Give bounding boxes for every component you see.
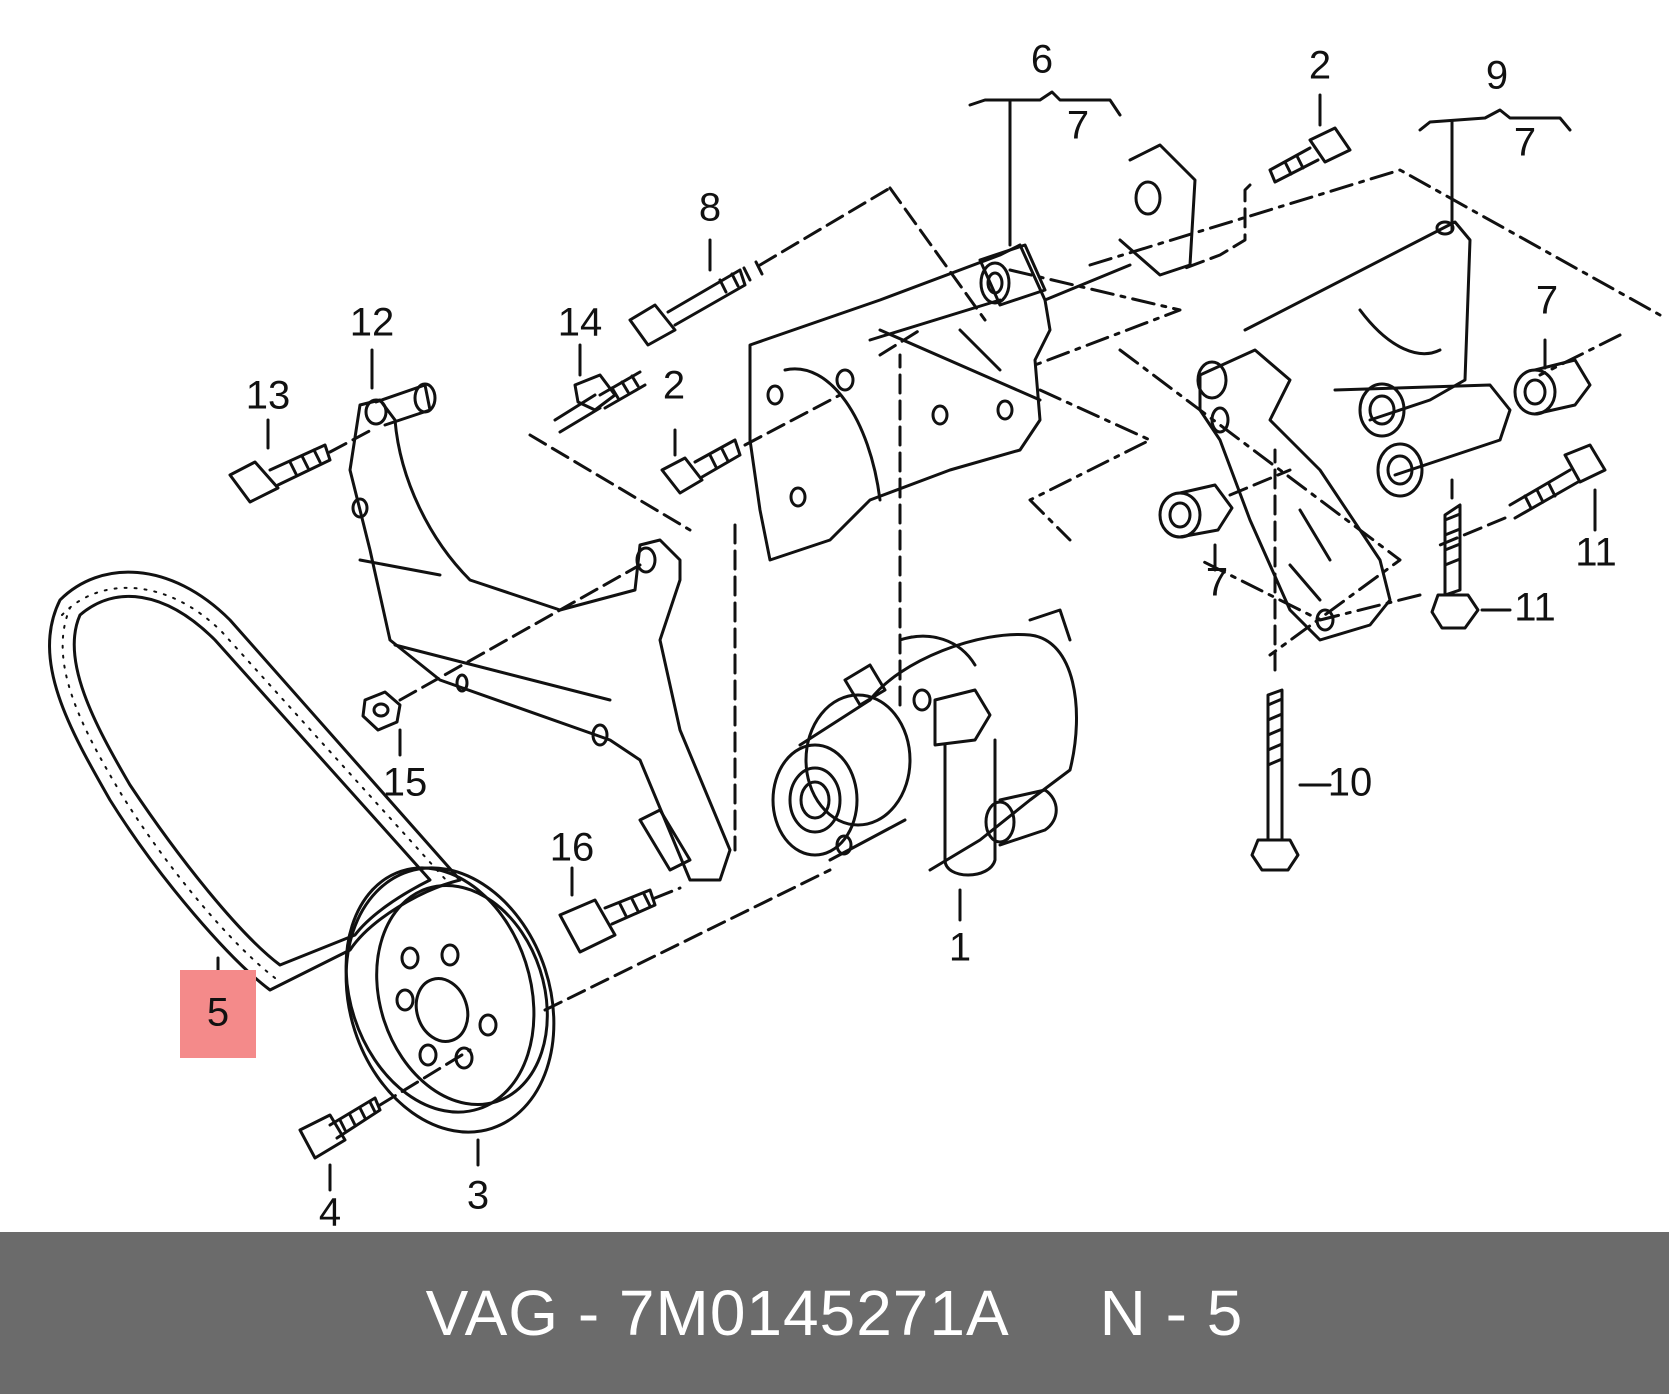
stud-14 bbox=[528, 343, 692, 532]
label-7-left-bush: 7 bbox=[1206, 561, 1228, 605]
label-11-vertical: 11 bbox=[1514, 586, 1556, 630]
bolt-4 bbox=[298, 1048, 472, 1192]
parts-diagram: 5 1 2 2 3 4 6 7 7 7 7 8 9 10 11 11 12 13… bbox=[48, 38, 1662, 1232]
label-9: 9 bbox=[1486, 54, 1508, 98]
label-2-top: 2 bbox=[1309, 44, 1331, 88]
position-reference: N - 5 bbox=[1099, 1277, 1244, 1349]
brand-part-number: VAG - 7M0145271A bbox=[425, 1277, 1010, 1349]
bush-7-left bbox=[1158, 468, 1292, 572]
label-7-right-bush: 7 bbox=[1536, 279, 1558, 323]
label-4: 4 bbox=[319, 1191, 341, 1232]
part-labels: 1 2 2 3 4 6 7 7 7 7 8 9 10 11 11 12 13 1… bbox=[246, 38, 1617, 1232]
assembly-guide-lines bbox=[1008, 168, 1662, 657]
label-2-left: 2 bbox=[663, 364, 685, 408]
leader-lines bbox=[216, 348, 480, 1167]
bolt-13 bbox=[228, 418, 377, 504]
label-13: 13 bbox=[246, 374, 291, 418]
power-steering-pump bbox=[733, 328, 1079, 922]
bolt-16 bbox=[543, 866, 832, 1012]
label-8: 8 bbox=[699, 186, 721, 230]
label-14: 14 bbox=[558, 301, 603, 345]
bolt-2-left bbox=[660, 393, 842, 495]
label-11-right: 11 bbox=[1575, 531, 1617, 575]
label-12: 12 bbox=[350, 301, 395, 345]
bolt-10 bbox=[1250, 448, 1332, 872]
label-3: 3 bbox=[467, 1174, 489, 1218]
label-15: 15 bbox=[383, 761, 428, 805]
highlight-part-5: 5 bbox=[180, 970, 256, 1058]
v-ribbed-belt bbox=[48, 570, 462, 992]
bracket-12 bbox=[348, 382, 732, 882]
group-bracket-9 bbox=[1418, 108, 1572, 232]
bolt-11-vertical bbox=[1430, 478, 1512, 630]
bolt-2-top bbox=[1178, 93, 1352, 272]
label-16: 16 bbox=[550, 826, 595, 870]
tensioner-9 bbox=[1196, 220, 1512, 642]
bolt-11-right bbox=[1438, 443, 1607, 547]
label-7-group9: 7 bbox=[1514, 121, 1536, 165]
nut-15 bbox=[361, 563, 642, 757]
highlight-label: 5 bbox=[207, 991, 229, 1035]
label-6: 6 bbox=[1031, 38, 1053, 82]
bolt-8 bbox=[628, 186, 987, 347]
bush-7-right bbox=[1513, 338, 1592, 416]
label-7-group6: 7 bbox=[1067, 104, 1089, 148]
part-number-footer: VAG - 7M0145271A N - 5 bbox=[0, 1232, 1669, 1394]
bracket-6 bbox=[748, 143, 1197, 562]
label-10: 10 bbox=[1328, 761, 1373, 805]
group-bracket-6 bbox=[968, 90, 1122, 247]
label-1: 1 bbox=[949, 926, 971, 970]
